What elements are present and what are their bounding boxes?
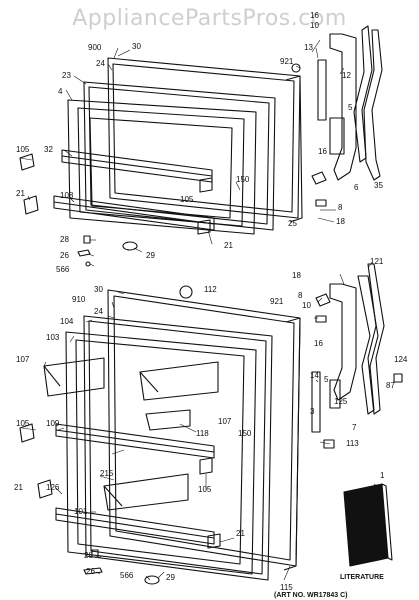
callout-29: 29: [166, 573, 175, 582]
callout-5: 5: [348, 103, 353, 112]
callout-21: 21: [14, 483, 23, 492]
fresh-food-bins: [43, 357, 219, 511]
callout-30: 30: [94, 285, 103, 294]
callout-150: 150: [236, 175, 250, 184]
callout-25: 25: [288, 219, 297, 228]
fresh-food-hinges: [329, 263, 385, 415]
freezer-hinges: [329, 25, 383, 181]
callout-8: 8: [338, 203, 343, 212]
callout-103: 103: [46, 333, 60, 342]
callout-121: 121: [370, 257, 384, 266]
callout-16: 16: [310, 11, 319, 20]
callout-125: 125: [334, 397, 348, 406]
callout-4: 4: [58, 87, 63, 96]
callout-126: 126: [46, 483, 60, 492]
callout-16: 16: [314, 339, 323, 348]
callout-32: 32: [44, 145, 53, 154]
freezer-small-parts: [19, 59, 327, 267]
freezer-door-panel: [107, 57, 303, 223]
callout-921: 921: [270, 297, 284, 306]
fresh-food-door-liner: [65, 331, 257, 575]
callout-215: 215: [100, 469, 114, 478]
callout-28: 28: [60, 235, 69, 244]
callout-10: 10: [310, 21, 319, 30]
callout-8: 8: [298, 291, 303, 300]
callout-13: 13: [304, 43, 313, 52]
callout-24: 24: [94, 307, 103, 316]
callout-29: 29: [146, 251, 155, 260]
callout-150: 150: [238, 429, 252, 438]
freezer-door-liner: [67, 99, 257, 235]
callout-900: 900: [88, 43, 102, 52]
callout-124: 124: [394, 355, 408, 364]
callout-107: 107: [16, 355, 30, 364]
callout-118: 118: [196, 429, 209, 438]
literature-booklet: [343, 483, 393, 567]
callout-16: 16: [318, 147, 327, 156]
callout-105: 105: [16, 419, 30, 428]
callout-5: 5: [324, 375, 329, 384]
callout-115: 115: [280, 583, 293, 592]
fresh-food-door-gasket: [83, 315, 273, 581]
callout-107: 107: [218, 417, 232, 426]
callout-108: 108: [60, 191, 74, 200]
callout-28: 28: [84, 551, 93, 560]
callout-566: 566: [56, 265, 70, 274]
callout-3: 3: [310, 407, 315, 416]
callout-104: 104: [60, 317, 74, 326]
callout-7: 7: [352, 423, 357, 432]
callout-leaders: [19, 39, 381, 581]
callout-566: 566: [120, 571, 134, 580]
watermark: AppliancePartsPros.com: [72, 6, 347, 31]
art-number: (ART NO. WR17843 C): [274, 592, 348, 599]
callout-113: 113: [346, 439, 359, 448]
freezer-shelf-lower: [53, 195, 215, 231]
callout-18: 18: [292, 271, 301, 280]
callout-26: 26: [60, 251, 69, 260]
freezer-shelf-upper: [61, 149, 213, 183]
callout-6: 6: [354, 183, 359, 192]
callout-26: 26: [86, 567, 95, 576]
callout-87: 87: [386, 381, 395, 390]
fresh-food-shelves: [55, 423, 215, 545]
callout-24: 24: [96, 59, 105, 68]
callout-1: 1: [380, 471, 385, 480]
callout-21: 21: [236, 529, 245, 538]
callout-21: 21: [16, 189, 25, 198]
callout-105: 105: [16, 145, 30, 154]
callout-10: 10: [302, 301, 311, 310]
callout-12: 12: [342, 71, 351, 80]
callout-109: 109: [46, 419, 60, 428]
callout-35: 35: [374, 181, 383, 190]
callout-910: 910: [72, 295, 86, 304]
callout-112: 112: [204, 285, 217, 294]
callout-30: 30: [132, 42, 141, 51]
callout-23: 23: [62, 71, 71, 80]
callout-101: 101: [74, 507, 88, 516]
callout-105: 105: [198, 485, 212, 494]
callout-18: 18: [336, 217, 345, 226]
callout-14: 14: [310, 371, 319, 380]
callout-105: 105: [180, 195, 194, 204]
literature-label: LITERATURE: [340, 574, 384, 581]
fresh-food-small-parts: [19, 285, 403, 585]
callout-21: 21: [224, 241, 233, 250]
callout-921: 921: [280, 57, 294, 66]
